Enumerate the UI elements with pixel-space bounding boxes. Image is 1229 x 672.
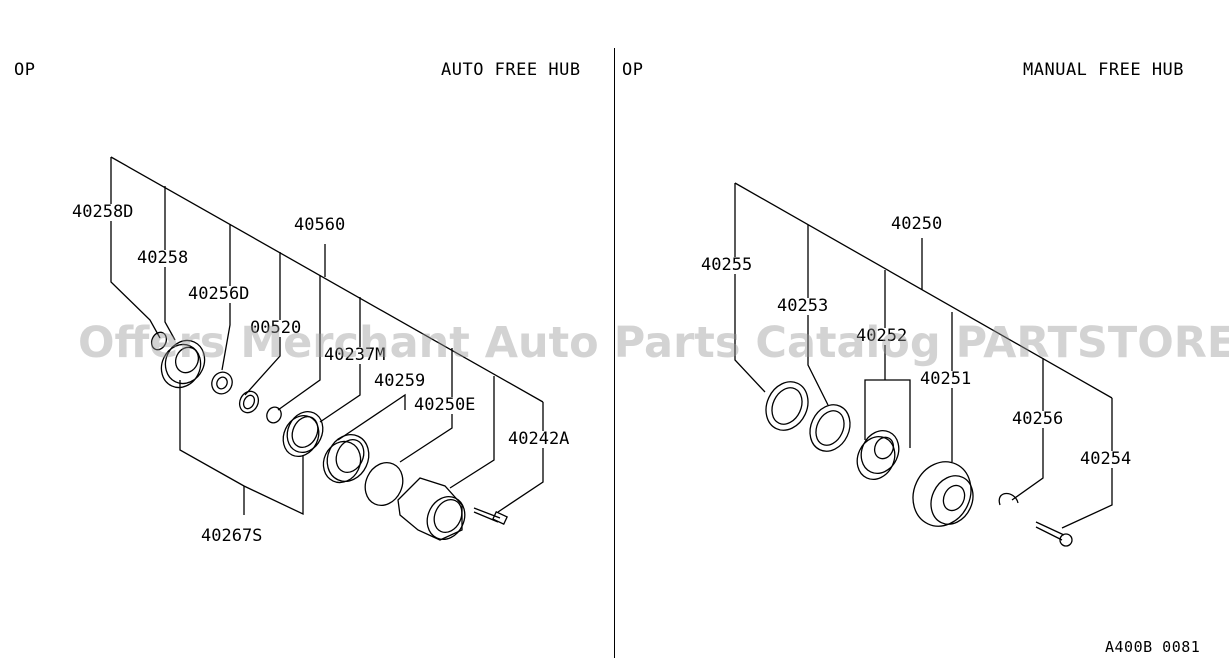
part-label-40252: 40252 [856, 326, 908, 346]
right-panel-code: OP [622, 60, 644, 80]
part-label-40258D: 40258D [72, 202, 134, 222]
part-label-40237M: 40237M [324, 345, 386, 365]
part-label-40251: 40251 [920, 369, 972, 389]
left-panel-title: AUTO FREE HUB [441, 60, 581, 80]
right-leader-lines [734, 182, 1113, 529]
diagram-code: A400B 0081 [1105, 638, 1201, 656]
part-label-40258: 40258 [137, 248, 189, 268]
part-label-40259: 40259 [374, 371, 426, 391]
part-label-40256D: 40256D [188, 284, 250, 304]
part-label-40242A: 40242A [508, 429, 570, 449]
left-leader-lines [110, 156, 544, 516]
part-label-40253: 40253 [777, 296, 829, 316]
right-components [765, 381, 1073, 547]
part-label-00520: 00520 [250, 318, 302, 338]
part-label-40250E: 40250E [414, 395, 476, 415]
part-label-40256: 40256 [1012, 409, 1064, 429]
panel-divider [614, 48, 615, 658]
right-panel-title: MANUAL FREE HUB [1023, 60, 1185, 80]
part-label-40560: 40560 [294, 215, 346, 235]
part-label-40250: 40250 [891, 214, 943, 234]
part-label-40254: 40254 [1080, 449, 1132, 469]
left-panel-code: OP [14, 60, 36, 80]
watermark-text: Offers Merchant Auto Parts Catalog PARTS… [78, 318, 1229, 368]
part-label-40255: 40255 [701, 255, 753, 275]
part-label-40267S: 40267S [201, 526, 263, 546]
left-components [150, 331, 508, 541]
